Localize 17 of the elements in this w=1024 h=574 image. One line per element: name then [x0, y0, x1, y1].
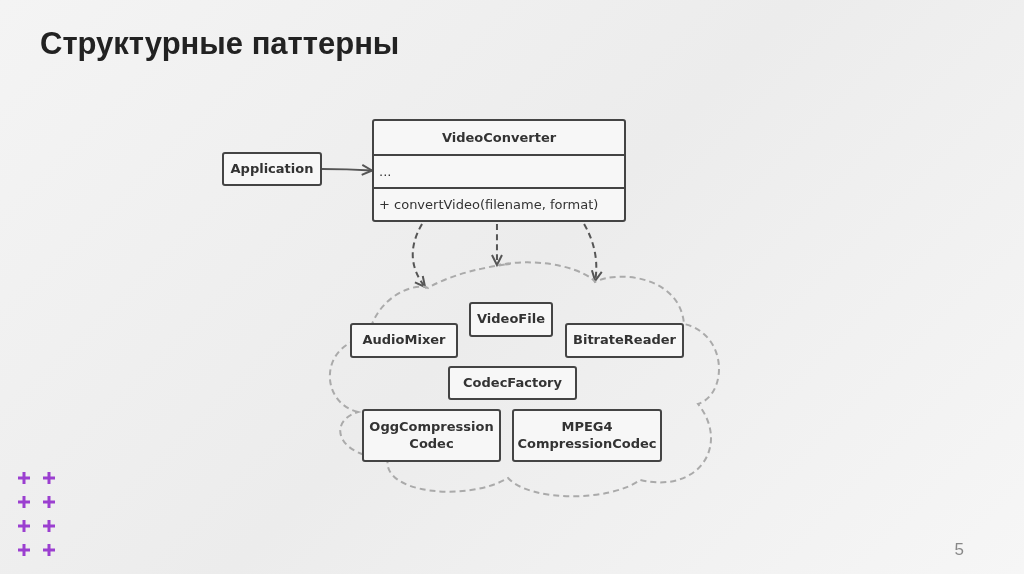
arrow [321, 163, 373, 176]
class-box: OggCompression Codec [362, 409, 501, 462]
class-box: AudioMixer [350, 323, 458, 358]
class-box [372, 119, 626, 222]
class-fields: ... [374, 154, 624, 187]
class-name: VideoConverter [440, 129, 558, 147]
dashed-arrow [411, 223, 427, 288]
dashed-arrow [490, 223, 503, 267]
class-box: CodecFactory [448, 366, 577, 400]
slide-title: Структурные паттерны [40, 26, 400, 62]
class-box: MPEG4 CompressionCodec [512, 409, 662, 462]
dashed-arrow [583, 223, 603, 282]
page-number: 5 [954, 540, 964, 560]
class-box: VideoFile [469, 302, 553, 337]
class-box: Application [222, 152, 322, 186]
class-box: BitrateReader [565, 323, 684, 358]
class-method: + convertVideo(filename, format) [374, 187, 624, 220]
